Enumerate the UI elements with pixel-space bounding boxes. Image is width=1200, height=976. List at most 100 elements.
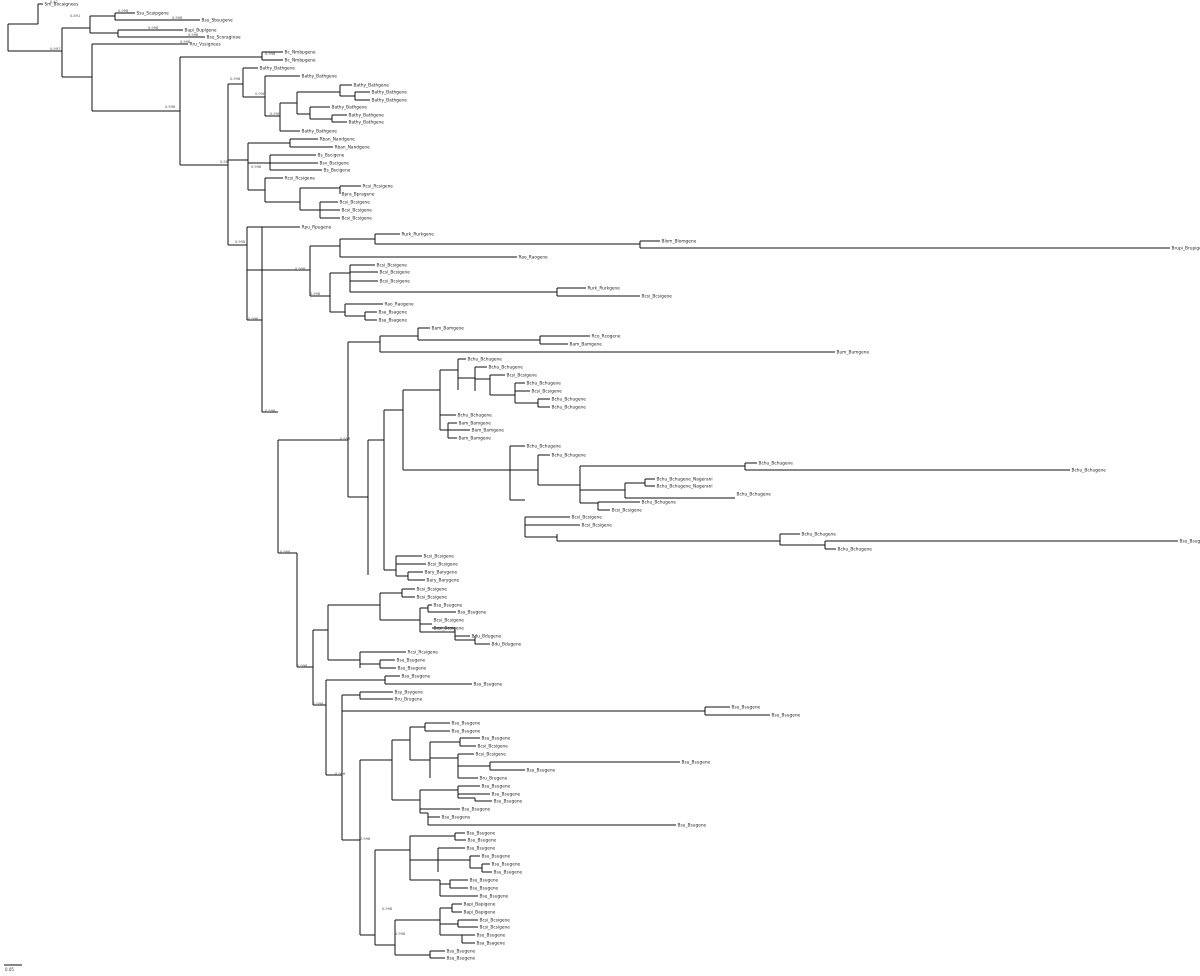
support-value: 0.998 xyxy=(297,664,308,668)
scale-bar-label: 0.05 xyxy=(5,967,14,972)
leaf-label: Bsu_Bsugene xyxy=(470,878,499,884)
leaf-label: Bcsi_Bcsigene xyxy=(342,208,373,214)
leaf-label: Bpra_Bpragene xyxy=(342,192,375,198)
leaf-label: Bsu_Bsugene xyxy=(467,831,496,837)
support-value: 0.998 xyxy=(230,77,241,81)
leaf-label: Bs_Bscigene xyxy=(324,168,351,174)
leaf-label: Bathy_Bathgene xyxy=(302,129,338,135)
leaf-label: Bcsi_Bcsigene xyxy=(434,618,465,624)
leaf-label: Rpu_Rpugene xyxy=(302,225,332,231)
leaf-label: Rco_Rcogene xyxy=(592,334,621,340)
leaf-label: Bcsi_Bcsigene xyxy=(428,562,459,568)
leaf-label: Bchu_Bchugene xyxy=(552,405,587,411)
leaf-label: Bchu_Bchugene xyxy=(458,413,493,419)
leaf-label: Bcsi_Bcsigene xyxy=(507,373,538,379)
leaf-label: Bathy_Bathgene xyxy=(260,66,296,72)
support-value: 0.42 xyxy=(50,0,58,4)
leaf-label: Bam_Bamgene xyxy=(432,326,465,332)
leaf-label: Sm_Bocaignees xyxy=(45,2,80,8)
leaf-label: Bchu_Bchugene xyxy=(552,397,587,403)
leaf-label: Bcsi_Bcsigene xyxy=(424,554,455,560)
support-value: 0.998 xyxy=(251,165,262,169)
leaf-label: Bsu_Bsugene xyxy=(772,713,801,719)
leaf-label: Bchu_Bchugene xyxy=(759,461,794,467)
leaf-label: Bcsi_Bcsigene xyxy=(417,587,448,593)
leaf-label: Bdu_Bdugene xyxy=(492,642,522,648)
leaf-label: Bcsi_Bcsigene xyxy=(340,200,371,206)
leaf-label: Rru_Vssignees xyxy=(190,42,222,48)
leaf-label: Bary_Barygene xyxy=(425,570,458,576)
leaf-label: Bsu_Bsugene xyxy=(474,682,503,688)
leaf-label: Bchu_Bchugene xyxy=(737,492,772,498)
support-value: 0.998 xyxy=(340,437,351,441)
support-value: 0.998 xyxy=(382,907,393,911)
support-value: 0.998 xyxy=(118,9,129,13)
leaf-label: Bs_Bscigene xyxy=(318,153,345,159)
leaf-label: Bchu_Bchugene xyxy=(468,357,503,363)
leaf-label: Bru_Brugene xyxy=(395,697,423,703)
leaf-label: Bapi_Bapigene xyxy=(464,902,496,908)
tree-branches xyxy=(7,3,1178,959)
leaf-label: Ssu_Scaipgene xyxy=(137,11,170,17)
leaf-label: Bcsi_Bcsigene xyxy=(478,744,509,750)
leaf-label: Bcsi_Bcsigene xyxy=(377,263,408,269)
leaf-label: Bam_Bamgene xyxy=(472,428,505,434)
leaf-label: Bathy_Bathgene xyxy=(354,83,390,89)
support-value: 0.998 xyxy=(313,702,324,706)
leaf-label: Bcsi_Bcsigene xyxy=(642,294,673,300)
leaf-label: Bsu_Bsugene xyxy=(447,956,476,962)
support-value: 0.998 xyxy=(295,267,306,271)
leaf-label: Bsu_Bsugene xyxy=(732,705,761,711)
leaf-label: Bam_Bamgene xyxy=(459,436,492,442)
leaf-label: Bdu_Bdugene xyxy=(472,634,502,640)
leaf-label: Bsu_Bsugene xyxy=(462,807,491,813)
leaf-label: Bchu_Bchugene_Nagerani xyxy=(657,484,713,490)
leaf-label: Bcsi_Bcsigene xyxy=(572,515,603,521)
leaf-label: Bchu_Bchugene xyxy=(1072,468,1107,474)
support-value-labels: 0.420.9980.9980.9980.9980.9980.8910.9970… xyxy=(50,0,406,936)
leaf-label: Rcsi_Rcsigene xyxy=(408,650,439,656)
leaf-label: Bathy_Bathgene xyxy=(332,105,368,111)
leaf-label: Rcsi_Rcsigene xyxy=(363,184,394,190)
leaf-labels: Sm_BocaigneesSsu_ScaipgeneBsu_SbsugeneBu… xyxy=(45,2,1200,962)
leaf-label: Bsa_Bsagene xyxy=(477,941,506,947)
support-value: 0.998 xyxy=(360,837,371,841)
leaf-label: Bsu_Bsugene xyxy=(442,815,471,821)
leaf-label: Bsu_Sbsugene xyxy=(202,18,234,24)
leaf-label: Bsu_Bsugene xyxy=(1180,539,1200,545)
leaf-label: Bum_Bumgene xyxy=(837,350,870,356)
leaf-label: Bsu_Bsugene xyxy=(452,729,481,735)
leaf-label: Brupi_Brupigene xyxy=(1172,246,1200,252)
leaf-label: Bru_Brugene xyxy=(480,776,508,782)
support-value: 0.997 xyxy=(50,47,60,51)
support-value: 0.98 xyxy=(220,160,229,164)
leaf-label: Bcsi_Bcsigene xyxy=(380,279,411,285)
support-value: 0.998 xyxy=(270,112,281,116)
leaf-label: Bsa_Bsagene xyxy=(379,310,408,316)
leaf-label: Rban_Nandgene xyxy=(335,145,371,151)
leaf-label: Bathy_Bathgene xyxy=(349,120,385,126)
support-value: 0.998 xyxy=(255,92,266,96)
leaf-label: Bary_Barygene xyxy=(427,578,460,584)
leaf-label: Bathy_Bathgene xyxy=(302,74,338,80)
leaf-label: Bcsi_Bcsigene xyxy=(434,626,465,632)
leaf-label: Bsu_Bsugene xyxy=(402,674,431,680)
leaf-label: Bsu_Bsugene xyxy=(480,894,509,900)
leaf-label: Bsy_Bsygene xyxy=(395,690,424,696)
leaf-label: Rao_Raogene xyxy=(519,255,549,261)
leaf-label: Bsu_Bsugene xyxy=(397,658,426,664)
leaf-label: Bsu_Bsugene xyxy=(447,949,476,955)
leaf-label: Bc_Nmbpgene xyxy=(285,58,316,64)
leaf-label: Blom_Blomgene xyxy=(662,239,697,245)
leaf-label: Rurk_Rurkgene xyxy=(588,286,621,292)
leaf-label: Bcsi_Bcsigene xyxy=(417,595,448,601)
support-value: 0.998 xyxy=(180,40,191,44)
leaf-label: Bsu_Bsugene xyxy=(527,768,556,774)
leaf-label: Bsu_Bsugene xyxy=(470,886,499,892)
support-value: 0.998 xyxy=(148,26,159,30)
leaf-label: Bsa_Bsagene xyxy=(379,318,408,324)
leaf-label: Bupi_Buplgene xyxy=(185,28,217,34)
leaf-label: Bc_Nmbpgene xyxy=(285,50,316,56)
support-value: 0.998 xyxy=(280,550,291,554)
